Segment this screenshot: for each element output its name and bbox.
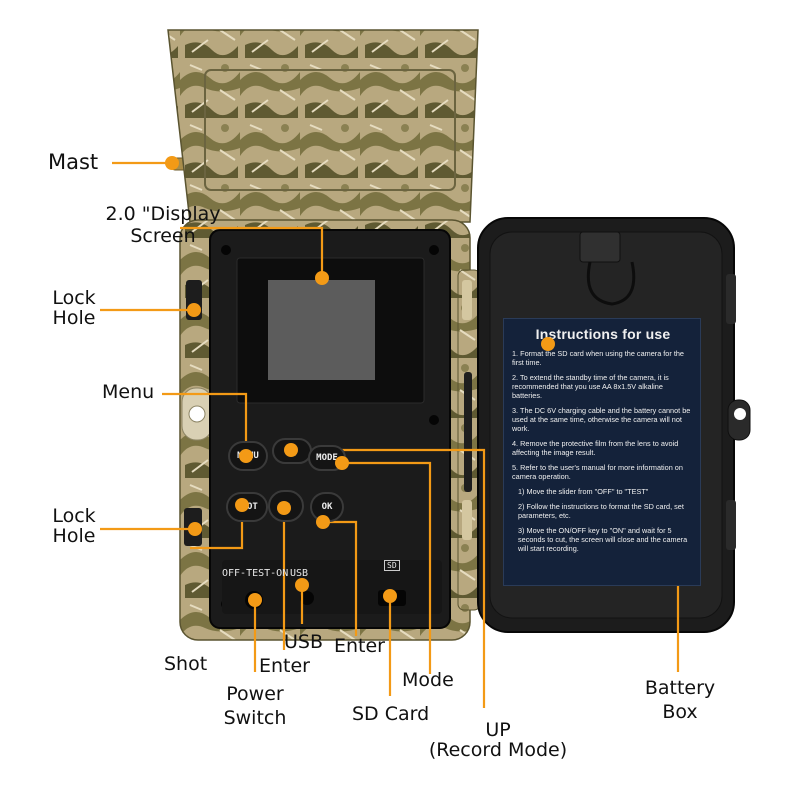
instructions-list: 1. Format the SD card when using the cam… <box>512 349 694 553</box>
shot-callout-dot <box>235 498 249 512</box>
menu-callout-dot <box>239 449 253 463</box>
instruction-item: 3) Move the ON/OFF key to "ON" and wait … <box>518 526 688 553</box>
label-battery-line2: Box <box>662 701 698 723</box>
label-lock-hole-upper-line1: Lock <box>52 287 96 309</box>
sd-callout-dot <box>383 589 397 603</box>
instructions-card: Instructions for use 1. Format the SD ca… <box>503 318 701 586</box>
label-lock-hole-upper-line2: Hole <box>52 307 96 329</box>
label-power-line1: Power <box>226 683 284 705</box>
lock-hole-callout-dot <box>188 522 202 536</box>
label-display-line1: 2.0 "Display <box>105 203 221 225</box>
switch-silkscreen: OFF-TEST-ON <box>222 568 289 579</box>
instruction-item: 1) Move the slider from "OFF" to "TEST" <box>518 487 649 496</box>
label-enter-down: Enter <box>259 655 310 677</box>
label-menu: Menu <box>102 381 155 403</box>
label-up-line1: UP <box>485 719 511 741</box>
label-shot: Shot <box>164 653 208 675</box>
label-mast: Mast <box>48 150 99 174</box>
label-mode: Mode <box>402 669 454 691</box>
usb-silkscreen: USB <box>290 568 309 579</box>
ok-callout-dot <box>316 515 330 529</box>
mode-callout-dot <box>335 456 349 470</box>
instruction-item: 2) Follow the instructions to format the… <box>518 502 684 520</box>
label-lock-hole-lower-line2: Hole <box>52 525 96 547</box>
label-display-line2: Screen <box>130 225 196 247</box>
power-callout-dot <box>248 593 262 607</box>
instruction-item: 1. Format the SD card when using the cam… <box>512 349 684 367</box>
display-screen <box>268 280 375 380</box>
sd-silkscreen: SD <box>384 560 400 571</box>
label-battery-line1: Battery <box>644 677 716 699</box>
instructions-title: Instructions for use <box>535 326 671 342</box>
label-usb: USB <box>284 631 324 653</box>
label-enter-ok: Enter <box>334 635 385 657</box>
sensor-cover <box>204 69 456 191</box>
label-lock-hole-lower-line1: Lock <box>52 505 96 527</box>
instruction-item: 4. Remove the protective film from the l… <box>512 439 679 457</box>
label-sd-card: SD Card <box>352 703 430 725</box>
instruction-item: 3. The DC 6V charging cable and the batt… <box>512 406 691 433</box>
usb-callout-dot <box>295 578 309 592</box>
display-callout-dot <box>315 271 329 285</box>
lock-hole-callout-dot <box>187 303 201 317</box>
battery-callout-dot <box>541 337 555 351</box>
instruction-item: 5. Refer to the user's manual for more i… <box>512 463 683 481</box>
instruction-item: 2. To extend the standby time of the cam… <box>512 373 669 400</box>
mast-callout-dot <box>165 156 179 170</box>
down-callout-dot <box>277 501 291 515</box>
label-up-line2: (Record Mode) <box>428 739 568 761</box>
label-power-line2: Switch <box>223 707 287 729</box>
up-callout-dot <box>284 443 298 457</box>
